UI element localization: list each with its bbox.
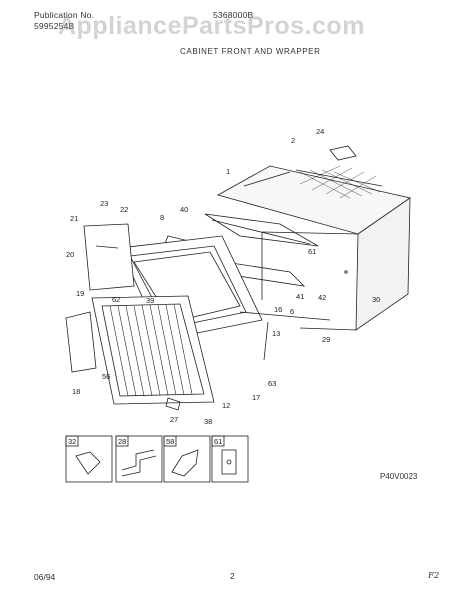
part-label-21: 21 (70, 214, 78, 223)
watermark: AppliancePartsPros.com (58, 12, 365, 40)
part-label-62: 62 (112, 295, 120, 304)
part-label-2: 2 (291, 136, 295, 145)
part-label-16: 16 (274, 305, 282, 314)
accessory-box-32 (65, 435, 113, 483)
accessory-label-58: 58 (166, 437, 174, 446)
part-label-17: 17 (252, 393, 260, 402)
footer-page-number: 2 (230, 571, 235, 581)
accessory-label-28: 28 (118, 437, 126, 446)
part-label-12: 12 (222, 401, 230, 410)
part-label-19: 19 (76, 289, 84, 298)
part-label-20: 20 (66, 250, 74, 259)
part-label-42: 42 (318, 293, 326, 302)
part-label-39: 39 (146, 296, 154, 305)
part-label-29: 29 (322, 335, 330, 344)
accessory-box-28 (115, 435, 163, 483)
part-label-27: 27 (170, 415, 178, 424)
diagram-reference: P40V0023 (380, 472, 418, 481)
part-label-63: 63 (268, 379, 276, 388)
accessory-box-58 (163, 435, 211, 483)
part-label-24: 24 (316, 127, 324, 136)
accessory-label-61: 61 (214, 437, 222, 446)
model-number: 5368000B (213, 10, 254, 20)
accessory-label-32: 32 (68, 437, 76, 446)
part-label-30: 30 (372, 295, 380, 304)
part-label-6: 6 (290, 307, 294, 316)
part-label-40: 40 (180, 205, 188, 214)
footer-handwritten-mark: F2 (428, 571, 440, 581)
cabinet-wrapper (216, 165, 411, 331)
section-title: CABINET FRONT AND WRAPPER (180, 47, 321, 56)
publication-label: Publication No. (34, 10, 95, 20)
footer-date: 06/94 (34, 572, 56, 582)
part-label-8: 8 (160, 213, 164, 222)
part-label-18: 18 (72, 387, 80, 396)
publication-number: 5995254B (34, 21, 75, 31)
part-label-13: 13 (272, 329, 280, 338)
part-label-23: 23 (100, 199, 108, 208)
part-label-22: 22 (120, 205, 128, 214)
part-label-41: 41 (296, 292, 304, 301)
front-grille (91, 295, 215, 405)
part-label-38: 38 (204, 417, 212, 426)
part-label-1: 1 (226, 167, 230, 176)
part-label-61: 61 (308, 247, 316, 256)
accessory-box-61 (211, 435, 249, 483)
part-label-56: 56 (102, 372, 110, 381)
